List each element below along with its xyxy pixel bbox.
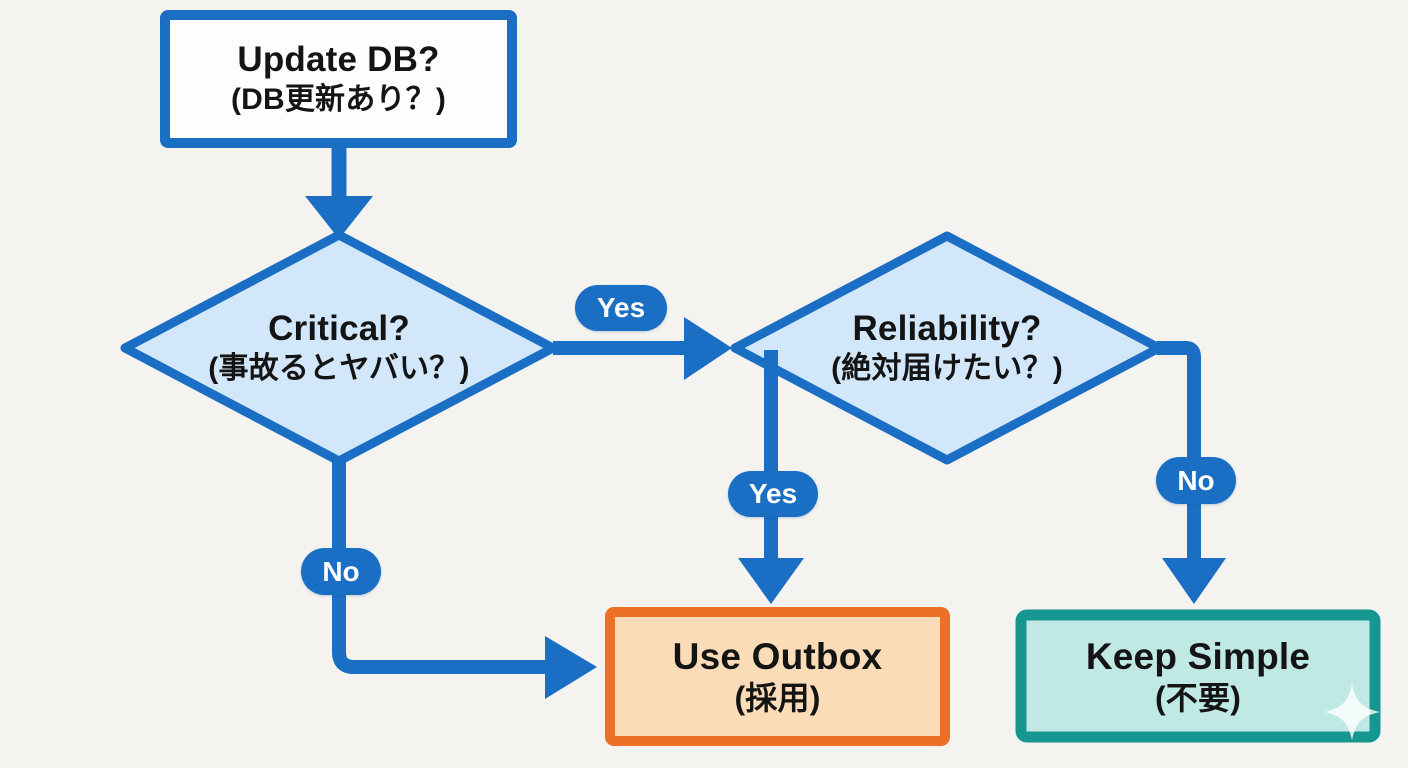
node-subtitle: (DB更新あり？) [230, 83, 447, 117]
decision-node-reliability: Reliability? (絶対届けたい？) [733, 234, 1161, 462]
node-title: Use Outbox [672, 635, 883, 677]
edge-label-reliability-yes: Yes [728, 471, 818, 517]
result-keep-simple-shape [1015, 609, 1381, 743]
arrow-reliability-yes [738, 350, 804, 604]
arrow-critical-yes [553, 317, 732, 380]
decision-node-critical: Critical? (事故るとヤバい？) [123, 233, 555, 463]
arrow-update-to-critical [305, 146, 373, 239]
node-subtitle: (不要) [1154, 680, 1242, 717]
node-subtitle: (絶対届けたい？) [831, 352, 1063, 386]
decision-reliability-shape [730, 231, 1164, 465]
edge-label-critical-yes: Yes [575, 285, 667, 331]
arrow-critical-no [332, 459, 597, 699]
result-node-use-outbox: Use Outbox (採用) [605, 607, 950, 745]
arrow-reliability-no [1157, 341, 1226, 604]
node-subtitle: (採用) [734, 680, 821, 717]
result-node-keep-simple: Keep Simple (不要) [1016, 610, 1380, 742]
edge-label-critical-no: No [301, 548, 381, 595]
node-title: Keep Simple [1085, 635, 1311, 677]
node-title: Critical? [268, 309, 410, 349]
node-subtitle: (事故るとヤバい？) [208, 352, 470, 386]
node-title: Reliability? [852, 309, 1042, 349]
sparkle-icon [1324, 684, 1380, 740]
result-outbox-shape [605, 607, 950, 746]
start-node-update-db: Update DB? (DB更新あり？) [160, 10, 517, 148]
node-title: Update DB? [237, 40, 440, 80]
edge-label-reliability-no: No [1156, 457, 1236, 504]
start-node-shape [160, 10, 517, 148]
